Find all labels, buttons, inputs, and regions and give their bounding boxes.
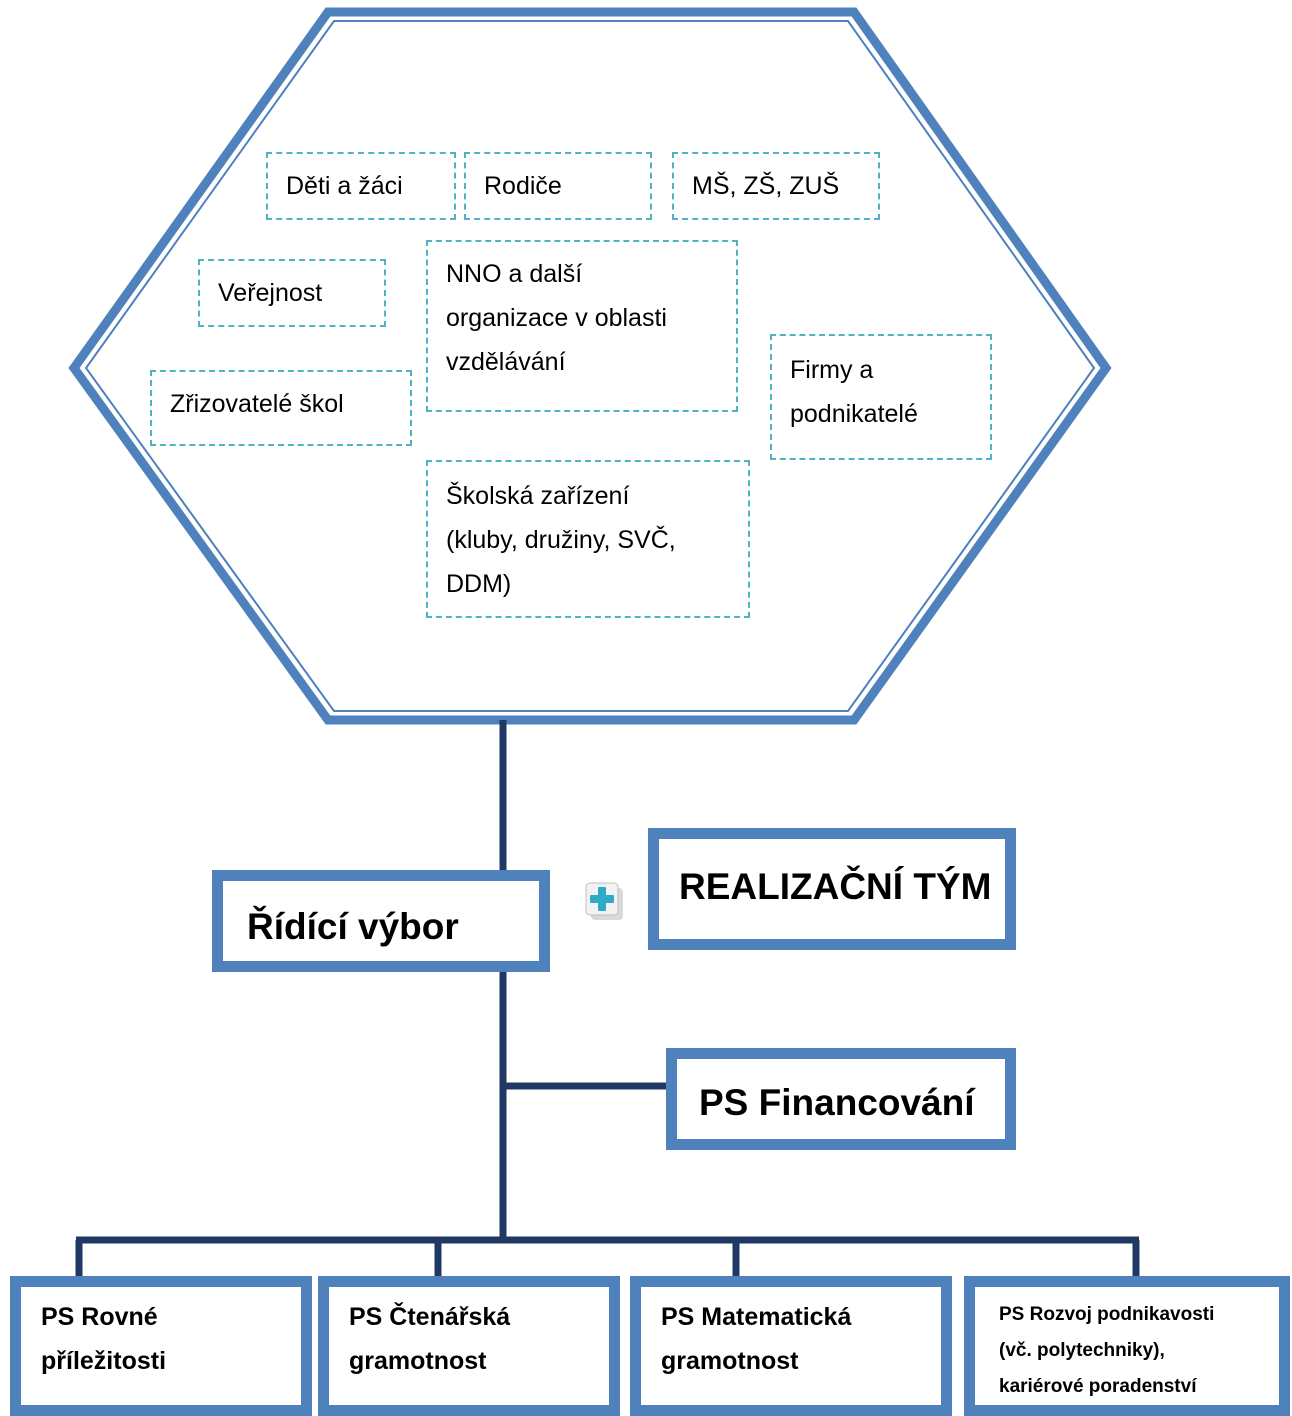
stakeholder-zrizovatele: Zřizovatelé škol: [150, 370, 412, 446]
hexagon-outer: [68, 7, 1112, 725]
stakeholder-label: Děti a žáci: [286, 172, 403, 200]
stakeholder-label: Veřejnost: [218, 279, 323, 307]
ps-label-line: příležitosti: [41, 1347, 167, 1375]
ps-ctenarska-box: PS Čtenářská gramotnost: [318, 1276, 620, 1416]
plus-icon: [585, 882, 623, 920]
ps-label-line: gramotnost: [661, 1347, 799, 1375]
stakeholder-verejnost: Veřejnost: [198, 259, 386, 327]
realizacni-tym-box: REALIZAČNÍ TÝM: [648, 828, 1016, 950]
stakeholder-skoly: MŠ, ZŠ, ZUŠ: [672, 152, 880, 220]
ps-label-line: PS Rozvoj podnikavosti: [999, 1304, 1215, 1325]
stakeholder-rodice: Rodiče: [464, 152, 652, 220]
stakeholder-label: Zřizovatelé škol: [170, 390, 344, 418]
stakeholder-skolska-zarizeni: Školská zařízení (kluby, družiny, SVČ, D…: [426, 460, 750, 618]
stakeholder-deti-a-zaci: Děti a žáci: [266, 152, 456, 220]
ps-financovani-box: PS Financování: [666, 1048, 1016, 1150]
ps-label-line: (vč. polytechniky),: [999, 1340, 1165, 1361]
hexagon-inner: [84, 20, 1096, 712]
ps-financovani-label: PS Financování: [699, 1082, 975, 1123]
stakeholder-label-line: DDM): [446, 570, 512, 598]
stakeholder-label-line: NNO a další: [446, 260, 583, 288]
stakeholder-label: MŠ, ZŠ, ZUŠ: [692, 172, 840, 200]
stakeholder-label-line: vzdělávání: [446, 348, 566, 376]
stakeholder-label-line: Školská zařízení: [446, 482, 630, 510]
ps-label-line: PS Čtenářská: [349, 1303, 511, 1331]
stakeholder-nno: NNO a další organizace v oblasti vzděláv…: [426, 240, 738, 412]
stakeholder-label-line: podnikatelé: [790, 400, 918, 428]
ps-matematicka-box: PS Matematická gramotnost: [630, 1276, 952, 1416]
stakeholder-label: Rodiče: [484, 172, 562, 200]
stakeholder-firmy: Firmy a podnikatelé: [770, 334, 992, 460]
stakeholder-label-line: Firmy a: [790, 356, 874, 384]
ps-label-line: PS Rovné: [41, 1303, 158, 1331]
ps-label-line: gramotnost: [349, 1347, 487, 1375]
ps-rovne-box: PS Rovné příležitosti: [10, 1276, 312, 1416]
ps-label-line: PS Matematická: [661, 1303, 852, 1331]
stakeholder-label-line: organizace v oblasti: [446, 304, 667, 332]
ps-podnikavost-box: PS Rozvoj podnikavosti (vč. polytechniky…: [964, 1276, 1290, 1416]
stakeholder-label-line: (kluby, družiny, SVČ,: [446, 526, 676, 554]
realizacni-tym-label: REALIZAČNÍ TÝM: [679, 866, 992, 907]
ridici-vybor-label: Řídící výbor: [247, 906, 459, 947]
ridici-vybor-box: Řídící výbor: [212, 870, 550, 972]
ps-label-line: kariérové poradenství: [999, 1376, 1197, 1397]
